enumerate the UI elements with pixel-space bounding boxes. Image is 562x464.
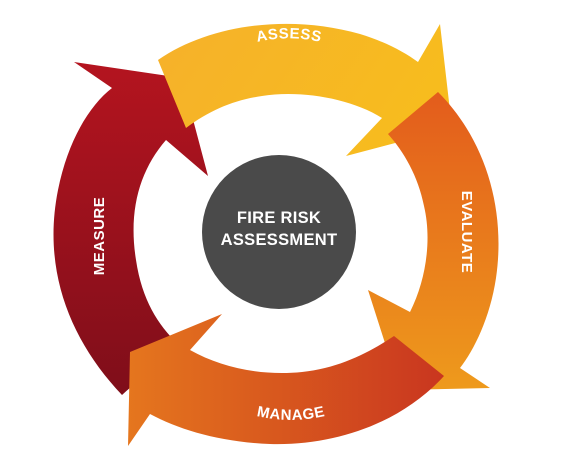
- assess-label: ASSESS: [255, 25, 323, 46]
- measure-label: MEASURE: [91, 197, 108, 276]
- manage-segment: [128, 314, 444, 446]
- svg-text:MANAGE: MANAGE: [256, 403, 327, 424]
- measure-segment: [53, 62, 208, 395]
- center-title-line1: FIRE RISK: [237, 209, 321, 227]
- svg-text:ASSESS: ASSESS: [255, 25, 323, 46]
- assess-segment: [158, 23, 452, 157]
- evaluate-segment: [368, 92, 499, 390]
- evaluate-label: EVALUATE: [458, 191, 475, 274]
- manage-label: MANAGE: [256, 403, 326, 424]
- center-title-line2: ASSESSMENT: [221, 231, 338, 249]
- center-circle: [202, 155, 356, 309]
